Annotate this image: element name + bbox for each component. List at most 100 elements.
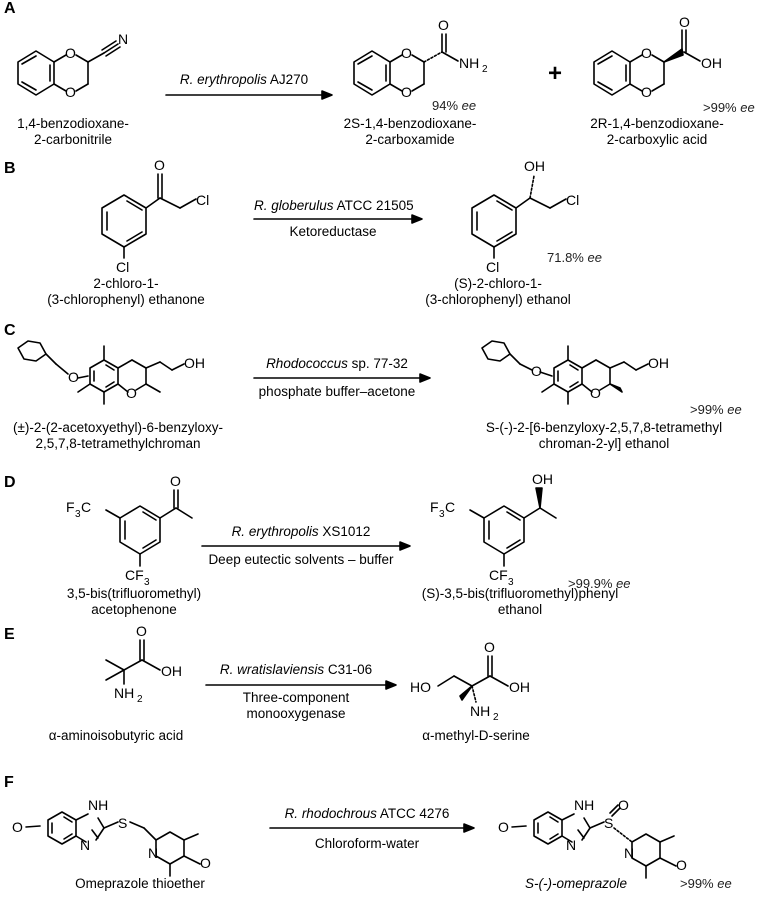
condition-a: R. erythropolis AJ270 [179,72,309,87]
ee-a-amide: 94% ee [432,98,477,113]
atom-nh: NH [88,797,108,813]
condition-f-solvent: Chloroform-water [314,836,420,851]
name-c-substrate: (±)-2-(2-acetoxyethyl)-6-benzyloxy-2,5,7… [13,420,223,451]
atom-o: O [679,14,690,30]
panel-label-a: A [4,0,16,17]
atom-oh: OH [509,679,530,695]
structure-b-substrate [101,173,197,259]
atom-o: O [65,45,76,61]
ee-c: >99% ee [690,402,742,417]
panel-label-f: F [4,774,14,791]
atom-oh: OH [161,663,182,679]
structure-f-substrate [25,811,201,877]
atom-cf3: CF [489,567,508,583]
atom-o: O [484,639,495,655]
name-a-acid: 2R-1,4-benzodioxane-2-carboxylic acid [590,116,724,147]
atom-o: O [126,385,137,401]
atom-o: O [531,363,542,379]
subscript-3: 3 [508,577,514,588]
structure-a-product-amide [353,33,459,96]
name-f-product: S-(-)-omeprazole [524,876,628,891]
subscript-3: 3 [75,509,81,520]
atom-f3c: F [430,499,439,515]
atom-c: C [445,499,455,515]
condition-b: R. globerulus ATCC 21505 [254,198,414,213]
panel-label-e: E [4,626,15,643]
atom-o: O [438,17,449,33]
atom-o: O [641,45,652,61]
structure-d-product [469,487,557,567]
atom-n: N [566,837,576,853]
atom-n: N [118,31,128,47]
atom-o: O [136,623,147,639]
atom-nh2: NH [114,685,134,701]
atom-o: O [590,385,601,401]
atom-o: O [12,819,23,835]
atom-nh: NH [574,797,594,813]
structure-c-product [481,340,649,405]
atom-cl: Cl [566,192,579,208]
subscript-3: 3 [144,577,150,588]
atom-nh2: NH [470,703,490,719]
condition-c: Rhodococcus sp. 77-32 [266,356,408,371]
atom-o: O [200,855,211,871]
name-e-substrate: α-aminoisobutyric acid [48,728,184,743]
name-f-substrate: Omeprazole thioether [75,876,205,891]
ee-a-acid: >99% ee [703,100,755,115]
atom-o: O [68,369,79,385]
atom-n: N [148,845,158,861]
subscript-2: 2 [137,694,143,705]
ee-b: 71.8% ee [547,250,602,265]
panel-label-d: D [4,474,16,491]
atom-o: O [498,819,509,835]
atom-cl: Cl [196,192,209,208]
atom-nh2: NH [459,55,479,71]
structure-f-product [511,804,677,879]
ee-f: >99% ee [680,876,732,891]
subscript-3: 3 [439,509,445,520]
name-a-amide: 2S-1,4-benzodioxane-2-carboxamide [343,116,477,147]
structure-b-product [471,175,567,259]
subscript-2: 2 [482,64,488,75]
structure-d-substrate [105,489,193,567]
atom-oh: OH [184,355,205,371]
atom-cf3: CF [125,567,144,583]
structure-c-substrate [17,340,185,405]
atom-n: N [80,837,90,853]
atom-so-oxygen: O [618,797,629,813]
atom-oh: OH [524,158,545,174]
atom-o: O [154,157,165,173]
condition-c-solvent: phosphate buffer–acetone [258,384,416,399]
structure-e-substrate [105,639,161,685]
atom-oh: OH [532,471,553,487]
structure-a-product-acid [593,29,701,96]
name-c-product: S-(-)-2-[6-benzyloxy-2,5,7,8-tetramethyl… [485,420,723,451]
atom-o: O [641,84,652,100]
condition-e: R. wratislaviensis C31-06 [219,662,373,677]
atom-o: O [401,84,412,100]
ee-d: >99.9% ee [568,576,631,591]
atom-cl: Cl [116,259,129,275]
structure-e-product [437,655,509,703]
atom-o: O [676,857,687,873]
plus-sign: + [548,60,563,87]
condition-f: R. rhodochrous ATCC 4276 [284,806,450,821]
atom-o: O [65,84,76,100]
atom-c: C [81,499,91,515]
panel-label-b: B [4,160,16,177]
name-b-product: (S)-2-chloro-1-(3-chlorophenyl) ethanol [425,276,571,307]
name-e-product: α-methyl-D-serine [422,728,530,743]
atom-f3c: F [66,499,75,515]
atom-cl: Cl [486,259,499,275]
condition-b-enzyme: Ketoreductase [289,224,377,239]
panel-label-c: C [4,322,16,339]
structure-a-substrate [17,40,121,96]
condition-d-solvent: Deep eutectic solvents – buffer [208,552,394,567]
condition-d: R. erythropolis XS1012 [231,524,371,539]
subscript-2: 2 [493,712,499,723]
atom-ho: HO [410,679,431,695]
atom-oh: OH [701,55,722,71]
atom-n: N [624,845,634,861]
